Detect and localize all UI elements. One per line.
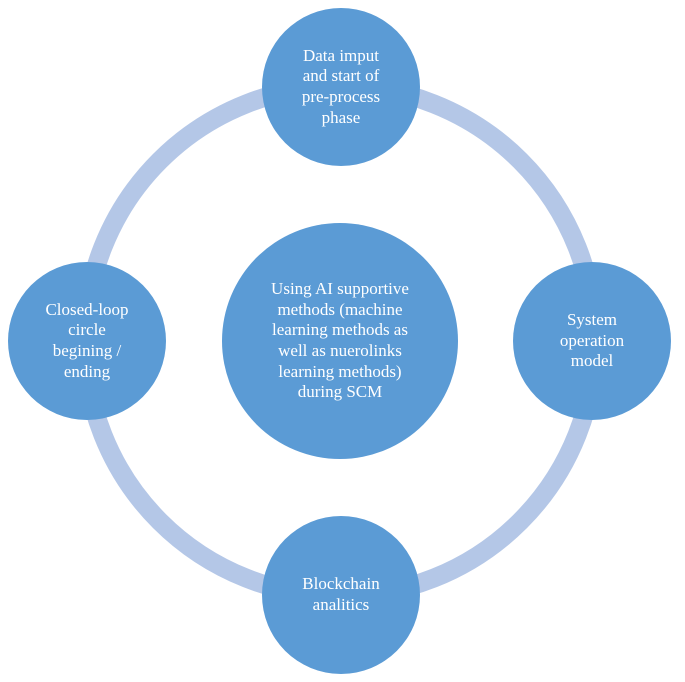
step-label-closed-loop: Closed-loop circle begining / ending [45,299,129,381]
step-node-closed-loop: Closed-loop circle begining / ending [8,262,166,420]
step-node-system-operation: System operation model [513,262,671,420]
step-node-data-input: Data imput and start of pre-process phas… [262,8,420,166]
center-label-ai-methods: Using AI supportive methods (machine lea… [271,278,409,402]
step-label-blockchain: Blockchain analitics [302,574,380,614]
step-node-blockchain: Blockchain analitics [262,516,420,674]
center-node-ai-methods: Using AI supportive methods (machine lea… [222,223,458,459]
step-label-system-operation: System operation model [559,309,625,371]
step-label-data-input: Data imput and start of pre-process phas… [301,45,381,127]
